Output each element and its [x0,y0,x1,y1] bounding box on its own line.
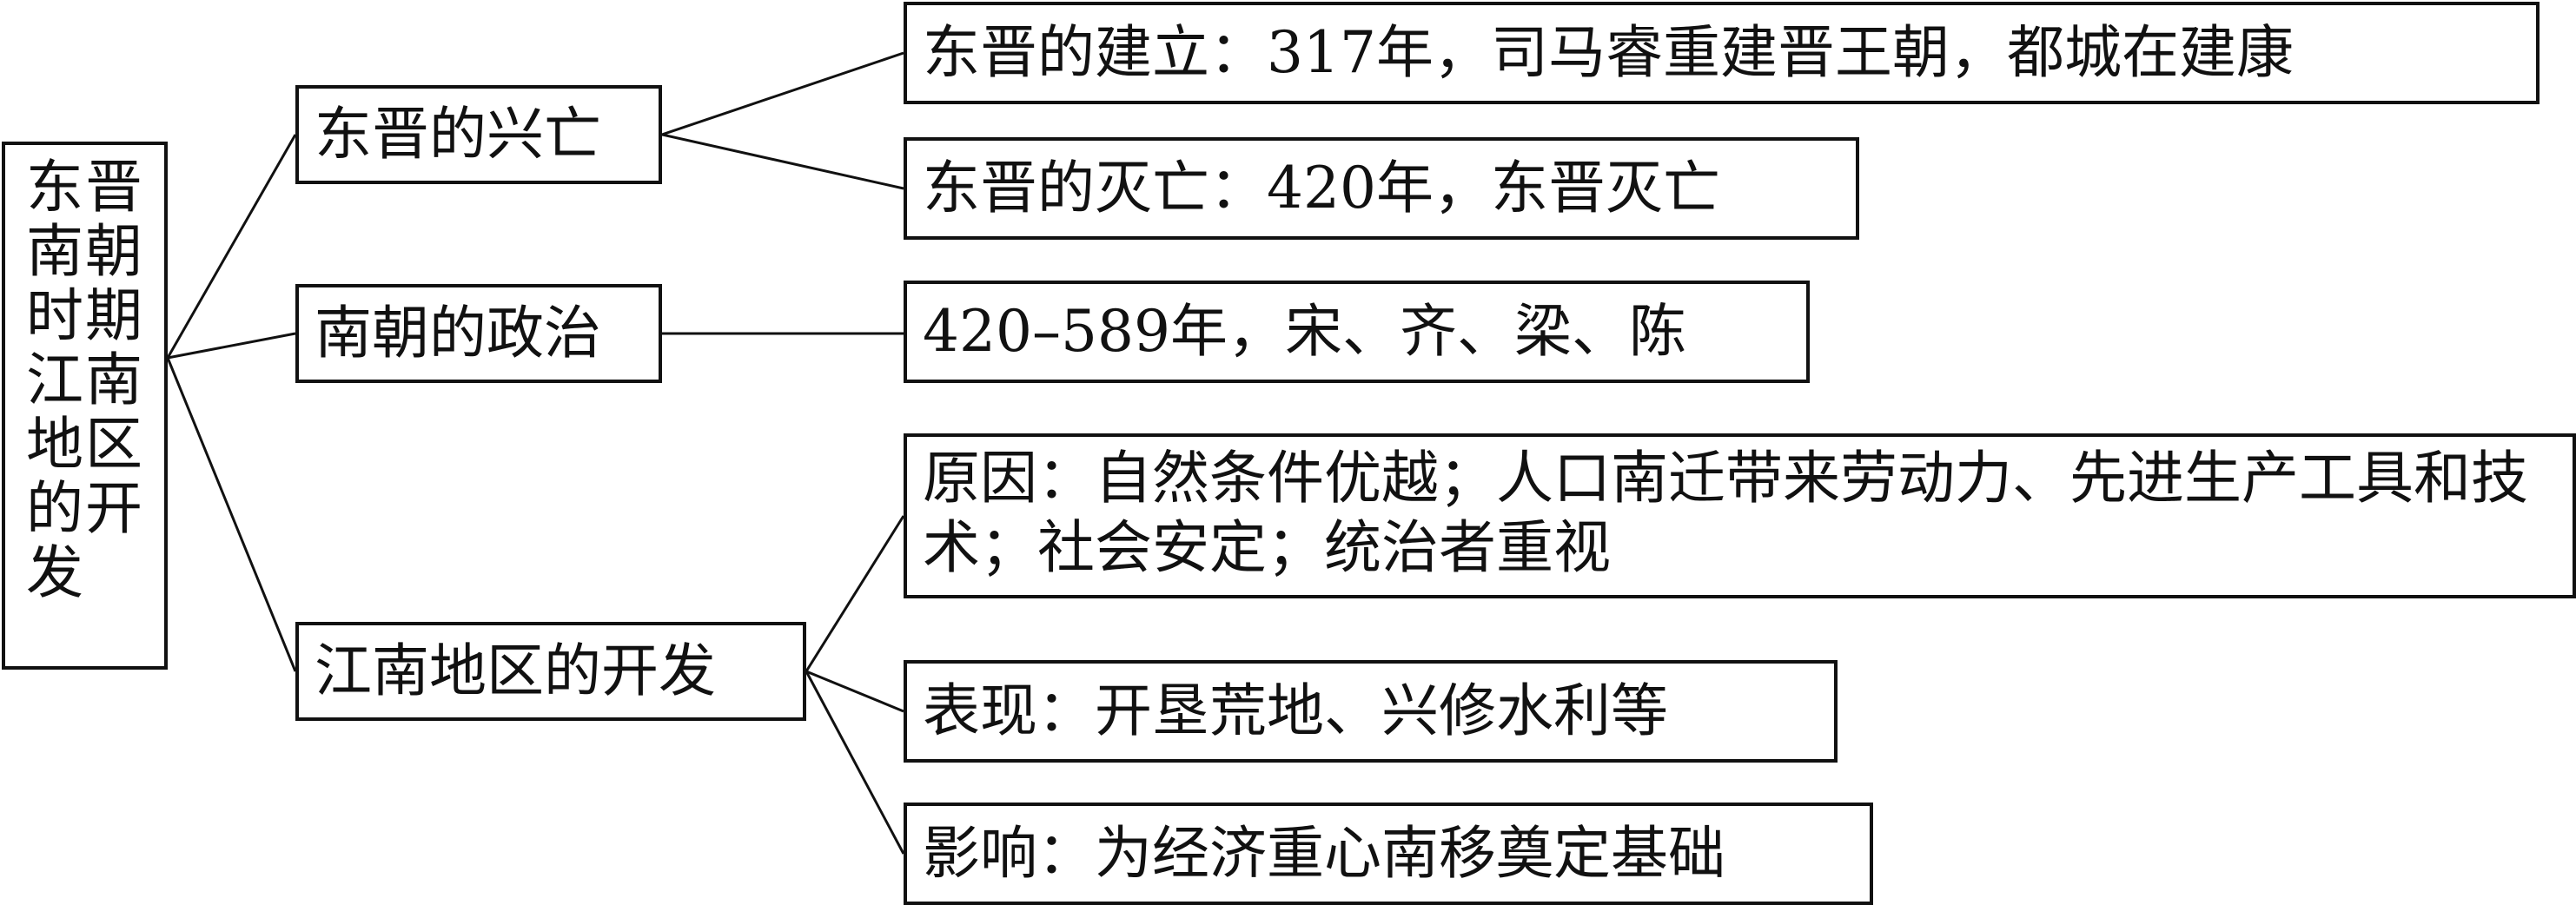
leaf-box-nanchao-dynasties: 420–589年，宋、齐、梁、陈 [904,281,1810,383]
leaf-box-dongjin-jianli: 东晋的建立：317年，司马睿重建晋王朝，都城在建康 [904,2,2540,104]
leaf-box-kaifa-yingxiang: 影响：为经济重心南移奠定基础 [904,803,1873,905]
branch-box-dongjin-xingwang: 东晋的兴亡 [295,85,662,184]
connector-kaifa-yingxiang [805,670,905,855]
connector-xingwang-jianli [661,51,904,136]
branch-box-jiangnan-kaifa: 江南地区的开发 [295,622,806,721]
connector-kaifa-yuanyin [805,515,905,672]
connector-root-kaifa [166,357,297,672]
branch-box-nanchao-zhengzhi: 南朝的政治 [295,284,662,383]
leaf-box-dongjin-miewang: 东晋的灭亡：420年，东晋灭亡 [904,137,1859,240]
connector-kaifa-biaoxian [805,670,904,713]
connector-root-zhengzhi [167,332,296,360]
connector-root-xingwang [166,134,297,359]
leaf-box-kaifa-biaoxian: 表现：开垦荒地、兴修水利等 [904,660,1838,763]
connector-xingwang-miewang [661,133,904,190]
leaf-box-kaifa-yuanyin: 原因：自然条件优越；人口南迁带来劳动力、先进生产工具和技术；社会安定；统治者重视 [904,433,2576,598]
root-topic-box: 东晋南朝时期江南地区的开发 [2,142,168,670]
